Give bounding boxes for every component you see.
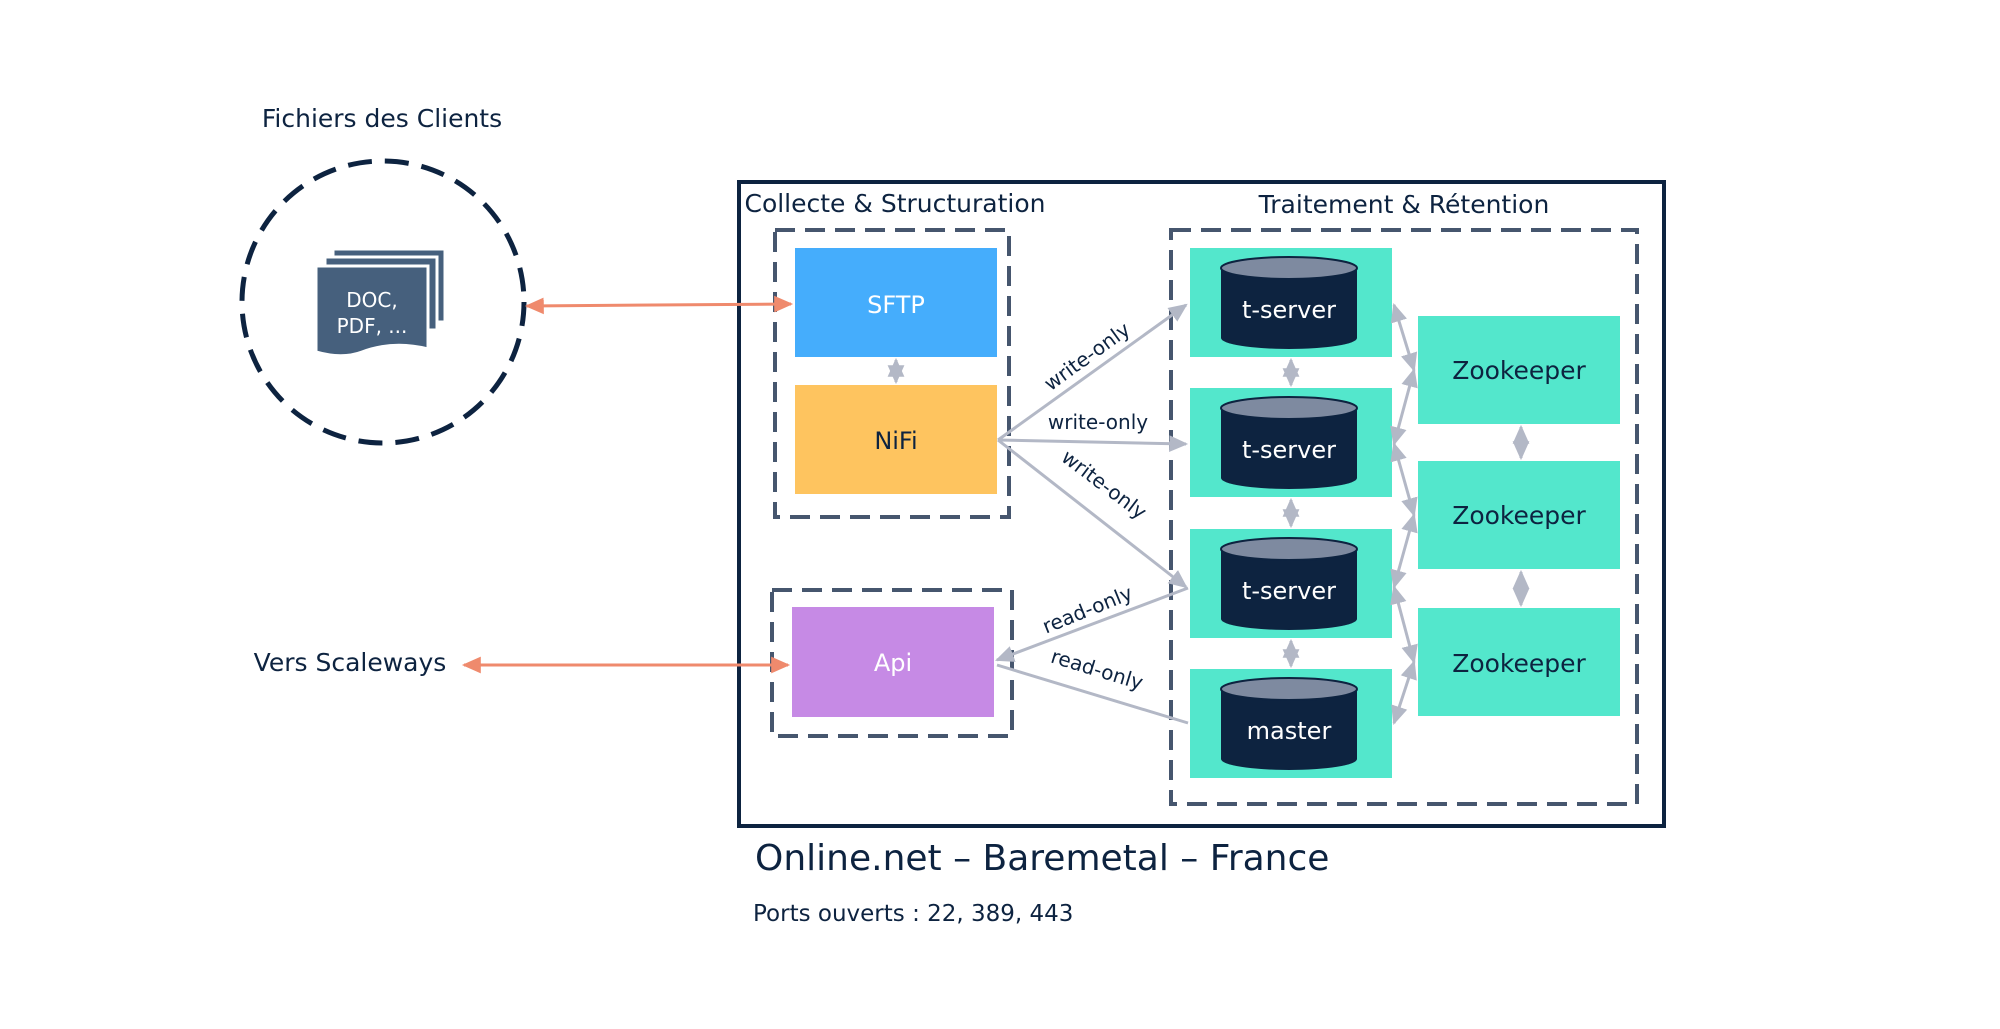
datacenter-box: [737, 180, 1666, 828]
clients-title: Fichiers des Clients: [262, 104, 502, 133]
server-label-master: master: [1247, 717, 1332, 745]
master-api-arrow: [996, 663, 1189, 725]
footer-ports: Ports ouverts : 22, 389, 443: [753, 901, 1073, 927]
clients-circle: [239, 158, 527, 446]
s3-zk2: [1390, 512, 1418, 590]
edge-label-read-1: read-only: [1039, 581, 1136, 639]
nifi-server3-arrow: [997, 438, 1188, 589]
edge-label-write-1: write-only: [1039, 317, 1134, 395]
sftp-label: SFTP: [867, 291, 925, 319]
s1-zk1: [1390, 302, 1418, 373]
server-label-1: t-server: [1242, 296, 1336, 324]
server-label-2: t-server: [1242, 436, 1336, 464]
footer-title: Online.net – Baremetal – France: [755, 838, 1329, 879]
nifi-server2-arrow: [997, 435, 1189, 453]
server-node-1: t-server: [1190, 248, 1392, 357]
server-node-master: master: [1190, 669, 1392, 778]
api-label: Api: [874, 649, 912, 677]
documents-label-1: DOC,: [346, 288, 397, 312]
zookeeper-box-1: [1418, 316, 1620, 424]
server-label-3: t-server: [1242, 577, 1336, 605]
external-label: Vers Scaleways: [254, 648, 447, 677]
server3-api-arrow: [995, 586, 1189, 662]
nifi-label: NiFi: [874, 427, 917, 455]
server-node-3: t-server: [1190, 529, 1392, 638]
edge-label-read-2: read-only: [1048, 644, 1146, 695]
zookeeper-box-2: [1418, 461, 1620, 569]
nifi-box: [795, 385, 997, 494]
clients-sftp-arrow: [524, 295, 794, 315]
zookeeper-label-2: Zookeeper: [1452, 501, 1586, 530]
server-node-2: t-server: [1190, 388, 1392, 497]
api-box: [792, 607, 994, 717]
zookeeper-label-1: Zookeeper: [1452, 356, 1586, 385]
collect-title: Collecte & Structuration: [744, 189, 1045, 218]
s2-zk2: [1390, 441, 1418, 518]
zookeeper-box-3: [1418, 608, 1620, 716]
master-zk3: [1391, 660, 1417, 725]
nifi-server1-arrow: [997, 303, 1188, 442]
documents-icon: DOC, PDF, ...: [314, 247, 447, 358]
collect-group: [773, 228, 1011, 519]
s2-zk1: [1390, 367, 1418, 447]
s3-zk3: [1390, 584, 1418, 665]
treatment-group: [1169, 228, 1639, 806]
treatment-title: Traitement & Rétention: [1258, 190, 1550, 219]
edge-label-write-2: write-only: [1048, 410, 1148, 434]
sftp-box: [795, 248, 997, 357]
edge-label-write-3: write-only: [1057, 445, 1152, 525]
documents-label-2: PDF, ...: [337, 314, 408, 338]
zookeeper-label-3: Zookeeper: [1452, 649, 1586, 678]
